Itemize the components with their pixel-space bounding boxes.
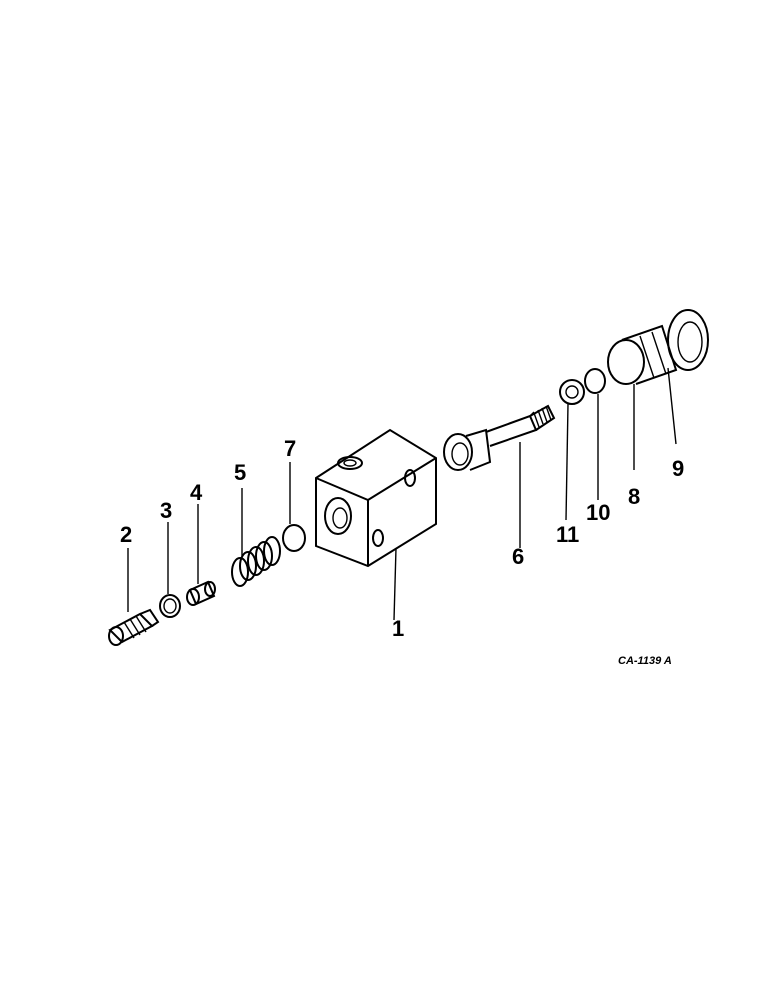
callout-7: 7 xyxy=(284,436,296,461)
part-2-fitting xyxy=(108,608,160,646)
callout-4: 4 xyxy=(190,480,203,505)
part-10-oring xyxy=(584,368,606,500)
part-6-stem xyxy=(443,404,556,548)
callout-9: 9 xyxy=(672,456,684,481)
part-4-poppet xyxy=(186,580,216,606)
callout-5: 5 xyxy=(234,460,246,485)
part-11-nut xyxy=(559,379,585,521)
callout-11: 11 xyxy=(556,522,579,547)
part-8-cap xyxy=(607,324,678,470)
part-5-spring xyxy=(231,536,281,587)
callout-10: 10 xyxy=(586,500,610,525)
part-1-valve-body xyxy=(315,428,437,621)
callout-8: 8 xyxy=(628,484,640,509)
part-3-oring xyxy=(159,594,181,618)
leader-lines xyxy=(127,462,291,612)
callout-6: 6 xyxy=(512,544,524,569)
part-7-oring xyxy=(282,524,306,552)
part-9-cover xyxy=(667,309,709,445)
callout-3: 3 xyxy=(160,498,172,523)
figure-code: CA-1139 A xyxy=(618,655,672,667)
callout-1: 1 xyxy=(392,616,404,641)
callout-2: 2 xyxy=(120,522,132,547)
